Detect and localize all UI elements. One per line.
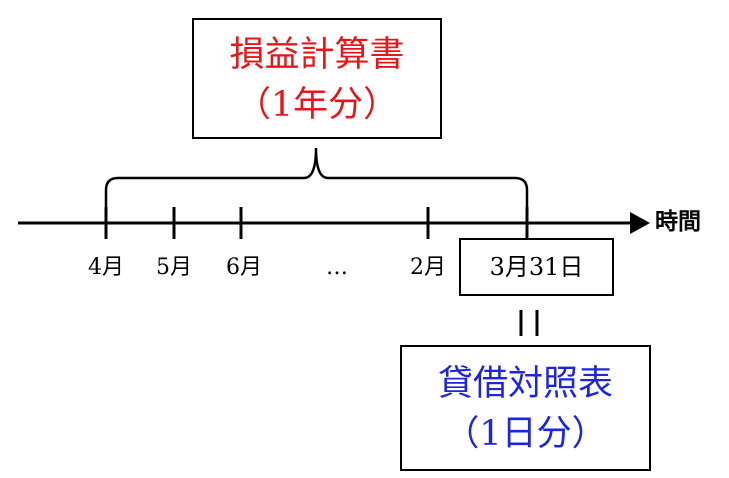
month-label-april: 4月 — [88, 255, 124, 280]
income-statement-box: 損益計算書 （1年分） — [192, 18, 442, 139]
closing-date-label: 3月31日 — [489, 253, 584, 281]
income-statement-title: 損益計算書 — [229, 35, 405, 75]
month-label-may: 5月 — [156, 255, 192, 280]
balance-sheet-period: （1日分） — [444, 414, 607, 454]
axis-label-time: 時間 — [655, 209, 701, 235]
month-label-february: 2月 — [410, 255, 446, 280]
month-label-june: 6月 — [226, 255, 262, 280]
balance-sheet-title: 貸借対照表 — [437, 364, 613, 404]
income-statement-period: （1年分） — [235, 85, 399, 125]
month-label-ellipsis: … — [326, 255, 348, 280]
year-brace — [104, 147, 529, 207]
closing-date-box: 3月31日 — [459, 238, 614, 296]
balance-sheet-box: 貸借対照表 （1日分） — [400, 345, 651, 471]
axis-arrowhead — [630, 212, 650, 234]
